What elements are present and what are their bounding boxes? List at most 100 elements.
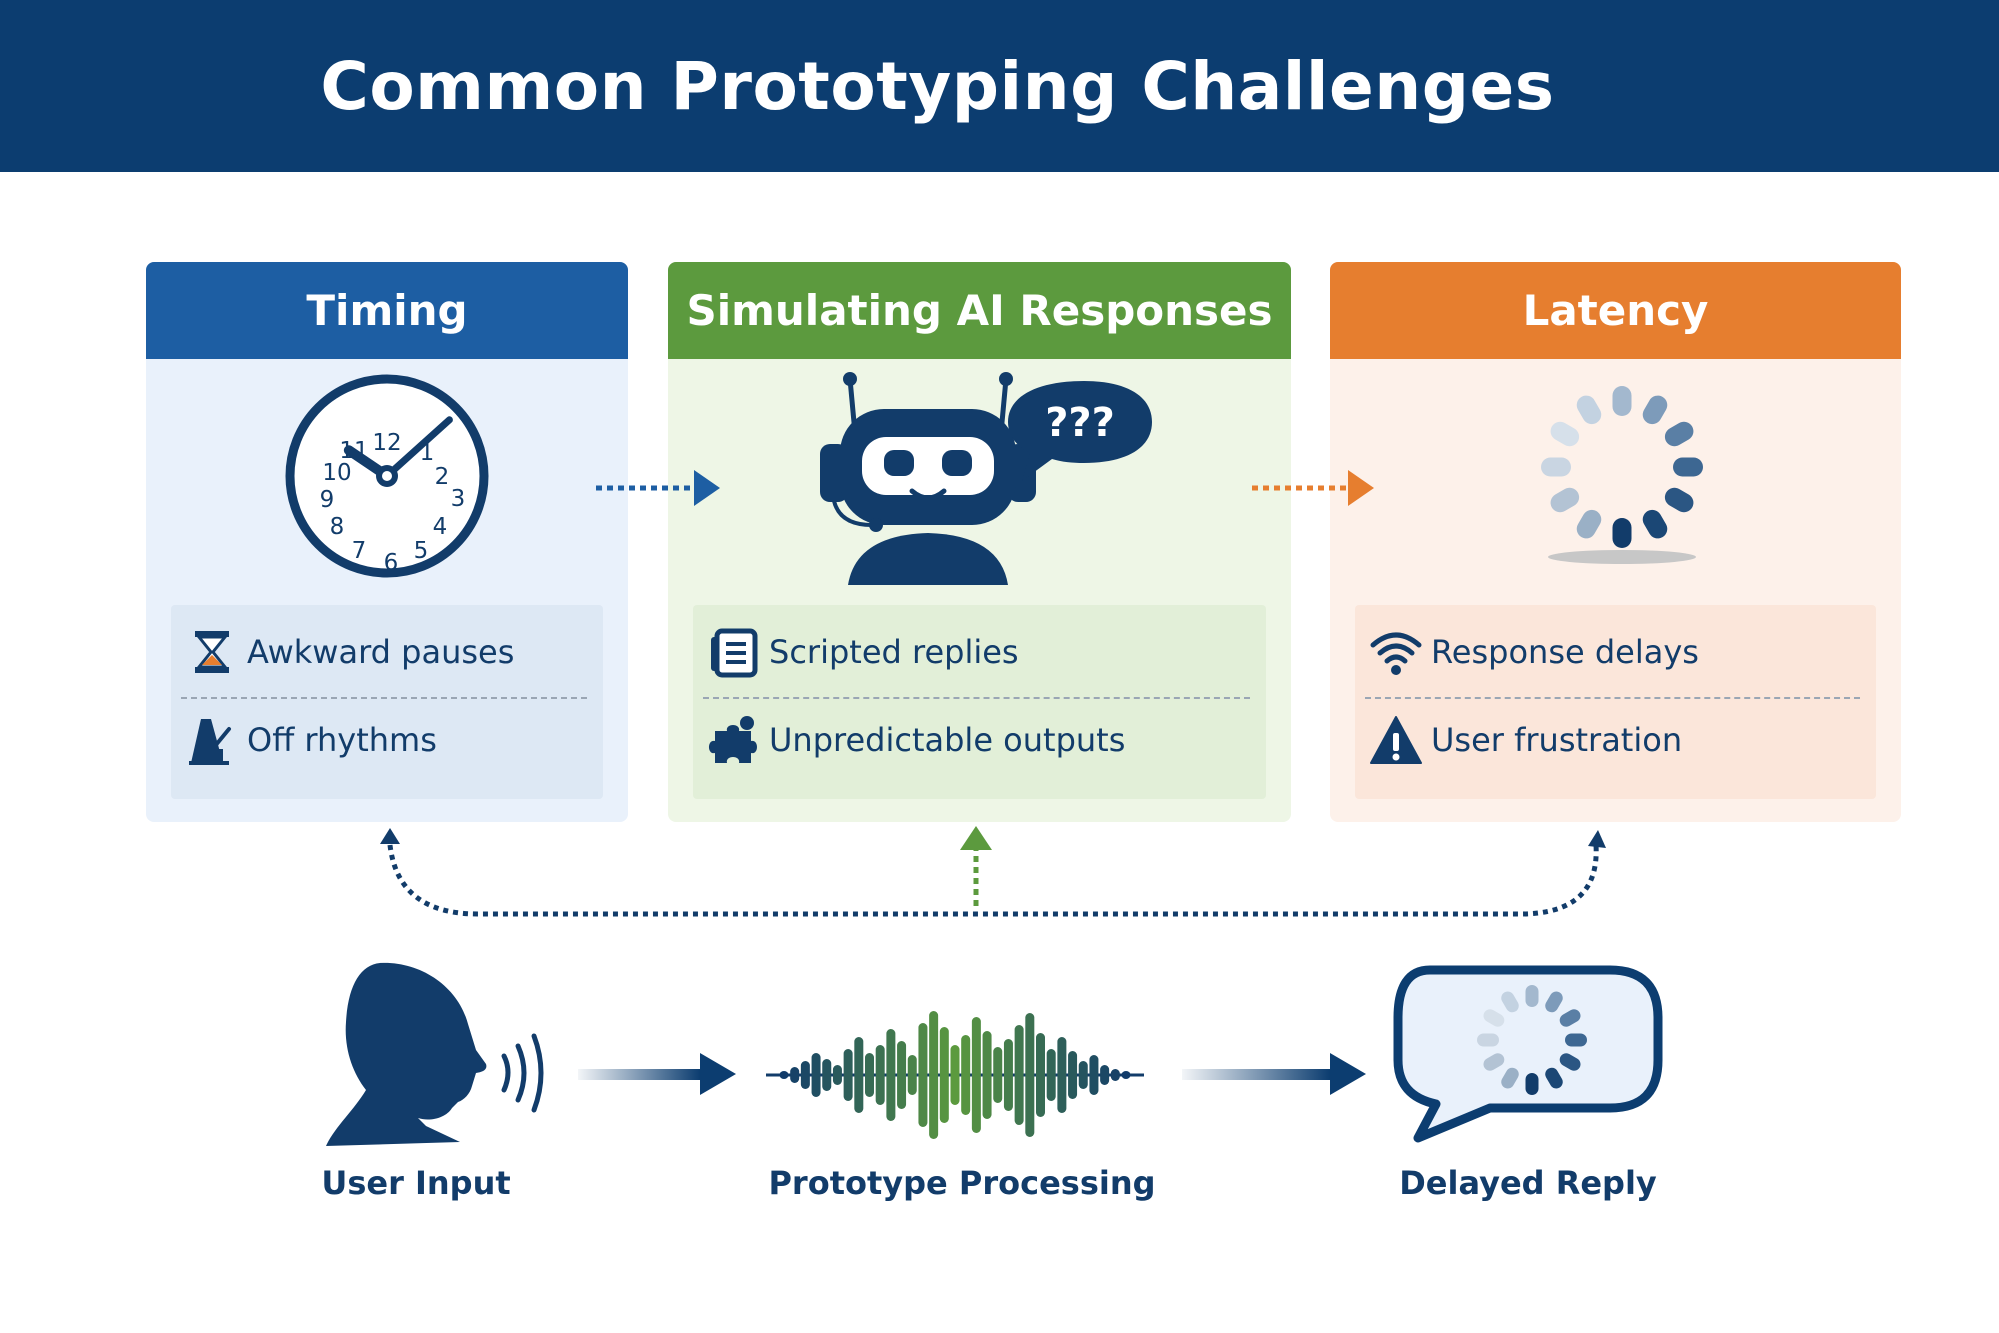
spinner-segment (1642, 509, 1667, 539)
wave-bar (1110, 1069, 1120, 1081)
wave-bar (939, 1027, 949, 1123)
spinner-segment (1612, 386, 1631, 416)
svg-text:8: 8 (330, 514, 345, 540)
puzzle-icon (709, 716, 757, 763)
wave-bar (822, 1059, 832, 1091)
wave-bar (897, 1041, 907, 1109)
svg-text:12: 12 (372, 430, 401, 456)
divider (703, 697, 1250, 699)
clock-icon: 12 1 2 3 4 5 6 7 8 9 10 11 (285, 374, 489, 578)
page-title: Common Prototyping Challenges (320, 47, 1555, 125)
spinner-segment (1477, 1033, 1499, 1047)
wave-bar (1036, 1033, 1045, 1117)
speaking-person-icon (326, 962, 544, 1146)
item-label: Response delays (1431, 633, 1699, 671)
spinner-segment (1545, 991, 1563, 1013)
svg-text:3: 3 (451, 486, 466, 512)
spinner-segment (1501, 1067, 1519, 1089)
list-item: User frustration (1355, 697, 1876, 783)
item-label: User frustration (1431, 721, 1683, 759)
loading-spinner-icon (1477, 985, 1587, 1095)
card-simulating-ai-responses: Simulating AI Responses (668, 262, 1291, 822)
wave-bar (779, 1071, 789, 1079)
item-label: Scripted replies (769, 633, 1019, 671)
list-item: Awkward pauses (171, 609, 603, 695)
wave-bar (832, 1065, 842, 1085)
challenge-list: Response delays User frustration (1355, 605, 1876, 799)
feedback-connector (380, 826, 1606, 917)
wave-bar (800, 1061, 810, 1089)
spinner-segment (1576, 395, 1601, 425)
wave-bar (843, 1049, 853, 1101)
spinner-segment (1501, 991, 1519, 1013)
list-item: Off rhythms (171, 697, 603, 783)
arrow-ai-to-latency (1252, 470, 1374, 506)
wave-bar (1078, 1061, 1088, 1089)
wave-bar (1003, 1039, 1013, 1111)
spinner-segment (1642, 395, 1667, 425)
wave-bar (907, 1055, 917, 1095)
spinner-segment (1565, 1033, 1587, 1047)
spinner-segment (1483, 1009, 1505, 1027)
challenge-list: Scripted replies Unpredictable outputs (693, 605, 1266, 799)
robot-icon: ??? (819, 372, 1152, 585)
metronome-icon (189, 719, 231, 765)
wave-bar (971, 1017, 981, 1133)
divider (181, 697, 587, 699)
list-item: Scripted replies (693, 609, 1266, 695)
card-timing: Timing 12 1 2 3 4 5 6 7 8 9 10 11 (146, 262, 628, 822)
wave-bar (1025, 1013, 1035, 1137)
flow-label-prototype-processing: Prototype Processing (768, 1164, 1156, 1202)
spinner-segment (1525, 1073, 1539, 1095)
card-latency: Latency Response delays (1330, 262, 1901, 822)
svg-text:7: 7 (352, 538, 367, 564)
item-label: Off rhythms (247, 721, 437, 759)
arrow-timing-to-ai (596, 470, 720, 506)
wave-bar (1014, 1025, 1024, 1125)
svg-text:5: 5 (414, 538, 429, 564)
wave-bar (929, 1011, 939, 1139)
wave-bar (886, 1029, 896, 1121)
wave-bar (790, 1067, 800, 1083)
wave-bar (811, 1053, 821, 1097)
sound-wave-icon (766, 1011, 1144, 1139)
spinner-segment (1483, 1053, 1505, 1071)
speech-bubble-loading-icon (1393, 965, 1663, 1143)
spinner-segment (1576, 509, 1601, 539)
svg-text:10: 10 (322, 460, 351, 486)
arrow-input-to-processing (578, 1053, 736, 1095)
svg-text:4: 4 (433, 514, 448, 540)
bubble-text: ??? (1045, 400, 1115, 446)
wave-bar (1046, 1049, 1056, 1101)
wave-bar (1068, 1051, 1078, 1099)
wave-bar (1057, 1037, 1067, 1113)
spinner-segment (1545, 1067, 1563, 1089)
wave-bar (854, 1037, 864, 1113)
spinner-segment (1664, 421, 1693, 447)
divider (1365, 697, 1860, 699)
svg-text:2: 2 (435, 464, 450, 490)
card-title: Latency (1330, 262, 1901, 359)
document-icon (711, 628, 758, 678)
list-item: Unpredictable outputs (693, 697, 1266, 783)
svg-text:6: 6 (384, 550, 399, 576)
card-title: Timing (146, 262, 628, 359)
hourglass-icon (195, 631, 229, 673)
spinner-segment (1664, 487, 1693, 513)
wave-bar (1121, 1071, 1131, 1079)
spinner-segment (1525, 985, 1539, 1007)
wave-bar (875, 1045, 885, 1105)
spinner-segment (1550, 487, 1579, 513)
wifi-icon (1370, 632, 1422, 675)
spinner-segment (1550, 421, 1579, 447)
spinner-segment (1559, 1053, 1581, 1071)
list-item: Response delays (1355, 609, 1876, 695)
item-label: Awkward pauses (247, 633, 515, 671)
flow-label-delayed-reply: Delayed Reply (1399, 1164, 1657, 1202)
svg-text:9: 9 (320, 487, 335, 513)
challenge-list: Awkward pauses Off rhythms (171, 605, 603, 799)
spinner-segment (1672, 457, 1703, 477)
warning-icon (1370, 716, 1422, 764)
card-title: Simulating AI Responses (668, 262, 1291, 359)
